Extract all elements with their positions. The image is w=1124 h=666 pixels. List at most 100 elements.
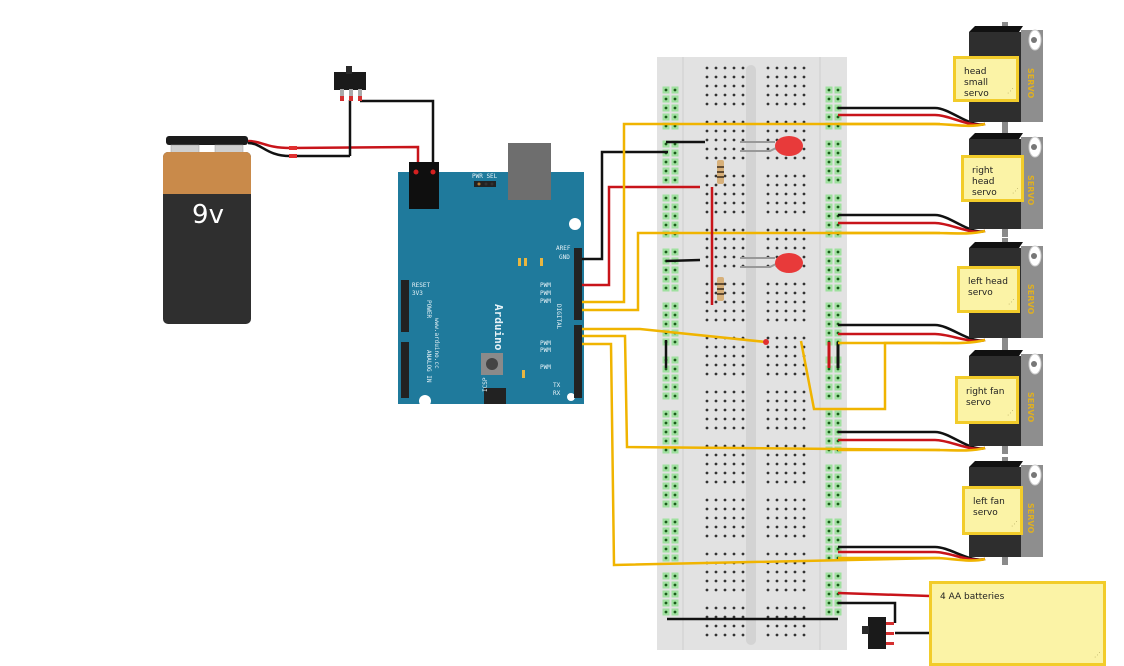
switch-knob[interactable] (862, 626, 869, 634)
breadboard-hole (732, 129, 736, 133)
note-head-small-servo[interactable]: head small servo⋰ (953, 56, 1019, 102)
breadboard-hole (705, 84, 709, 88)
power-jack[interactable] (409, 162, 439, 209)
servo-cable-yellow[interactable] (838, 122, 986, 128)
jumper-pin (490, 182, 494, 186)
led-red-1[interactable] (775, 136, 803, 156)
servo-cable-red[interactable] (838, 221, 986, 234)
breadboard-hole (775, 552, 779, 556)
breadboard-hole (673, 556, 677, 560)
breadboard-hole (766, 282, 770, 286)
jumper-black[interactable] (665, 258, 701, 263)
breadboard-hole (673, 601, 677, 605)
mount-hole (569, 218, 581, 230)
breadboard-hole (784, 300, 788, 304)
servo-cable-yellow[interactable] (838, 229, 986, 235)
servo-cable-yellow[interactable] (838, 446, 986, 452)
led-red-2[interactable] (775, 253, 803, 273)
wire-5v[interactable] (582, 185, 700, 287)
breadboard-hole (775, 417, 779, 421)
slide-switch-top[interactable] (334, 66, 366, 101)
resize-grip-icon[interactable]: ⋰ (1011, 520, 1018, 528)
breadboard-hole (827, 484, 831, 488)
breadboard-hole (784, 75, 788, 79)
breadboard-hole (766, 237, 770, 241)
breadboard-hole (741, 156, 745, 160)
servo-2[interactable]: SERVO (969, 129, 1043, 237)
breadboard-hole (793, 318, 797, 322)
wire-gnd[interactable] (582, 150, 668, 261)
breadboard-hole (723, 228, 727, 232)
arduino-board[interactable] (398, 143, 584, 407)
switch-knob[interactable] (346, 66, 352, 74)
breadboard-hole (784, 228, 788, 232)
servo-cable-red[interactable] (838, 438, 986, 451)
breadboard-hole (784, 174, 788, 178)
breadboard-hole (705, 570, 709, 574)
resize-grip-icon[interactable]: ⋰ (1008, 298, 1015, 306)
resize-grip-icon[interactable]: ⋰ (1012, 187, 1019, 195)
breadboard-hole (802, 498, 806, 502)
wire-signal-right-fan[interactable] (582, 334, 941, 452)
servo-cable-yellow[interactable] (838, 338, 986, 345)
breadboard-hole (673, 367, 677, 371)
breadboard-hole (723, 183, 727, 187)
breadboard-hole (802, 426, 806, 430)
breadboard-hole (766, 552, 770, 556)
breadboard-hole (793, 201, 797, 205)
breadboard-hole (723, 300, 727, 304)
battery-body (163, 152, 251, 324)
breadboard-hole (705, 138, 709, 142)
wire-red[interactable] (837, 591, 931, 598)
servo-brand-label: SERVO (1026, 284, 1035, 314)
usb-connector[interactable] (508, 143, 551, 200)
breadboard-hole (802, 75, 806, 79)
wire-signal-led[interactable] (582, 327, 767, 344)
arduino-url-label: www.arduino.cc (433, 318, 440, 369)
breadboard-hole (802, 408, 806, 412)
breadboard-hole (836, 583, 840, 587)
breadboard-hole (827, 160, 831, 164)
note-right-head-servo[interactable]: right head servo⋰ (961, 155, 1024, 202)
note-4aa-batteries[interactable]: 4 AA batteries ⋰ (929, 581, 1106, 666)
breadboard-hole (714, 354, 718, 358)
breadboard-hole (793, 102, 797, 106)
breadboard-hole (775, 363, 779, 367)
wire-signal-left-fan[interactable] (582, 342, 941, 567)
breadboard-hole (827, 412, 831, 416)
resize-grip-icon[interactable]: ⋰ (1007, 409, 1014, 417)
breadboard-hole (766, 309, 770, 313)
breadboard-hole (836, 259, 840, 263)
note-left-fan-servo[interactable]: left fan servo⋰ (962, 486, 1023, 535)
breadboard-hole (664, 439, 668, 443)
note-right-fan-servo[interactable]: right fan servo⋰ (955, 376, 1019, 424)
resize-grip-icon[interactable]: ⋰ (1007, 87, 1014, 95)
breadboard-hole (714, 516, 718, 520)
servo-cable-yellow[interactable] (838, 556, 986, 562)
breadboard-hole (673, 268, 677, 272)
wire-black[interactable] (838, 601, 897, 623)
breadboard-hole (802, 552, 806, 556)
breadboard-hole (802, 318, 806, 322)
resize-grip-icon[interactable]: ⋰ (1094, 651, 1101, 659)
breadboard-hole (673, 439, 677, 443)
breadboard-hole (766, 345, 770, 349)
breadboard-hole (723, 399, 727, 403)
breadboard-hole (775, 228, 779, 232)
breadboard-hole (784, 192, 788, 196)
slide-switch-bottom[interactable] (868, 617, 886, 649)
breadboard-hole (732, 624, 736, 628)
servo-side (1021, 246, 1043, 338)
breadboard-hole (741, 534, 745, 538)
breadboard-hole (664, 196, 668, 200)
breadboard-hole (784, 516, 788, 520)
breadboard-hole (664, 592, 668, 596)
note-left-head-servo[interactable]: left head servo⋰ (957, 266, 1020, 313)
breadboard-hole (714, 606, 718, 610)
battery-9v[interactable] (163, 136, 251, 324)
note-text: 4 AA batteries (940, 592, 1005, 602)
breadboard-hole (784, 633, 788, 637)
wire-signal-head-small[interactable] (582, 122, 940, 304)
wire-signal-right-head[interactable] (582, 231, 940, 312)
wire-black[interactable] (360, 99, 435, 172)
